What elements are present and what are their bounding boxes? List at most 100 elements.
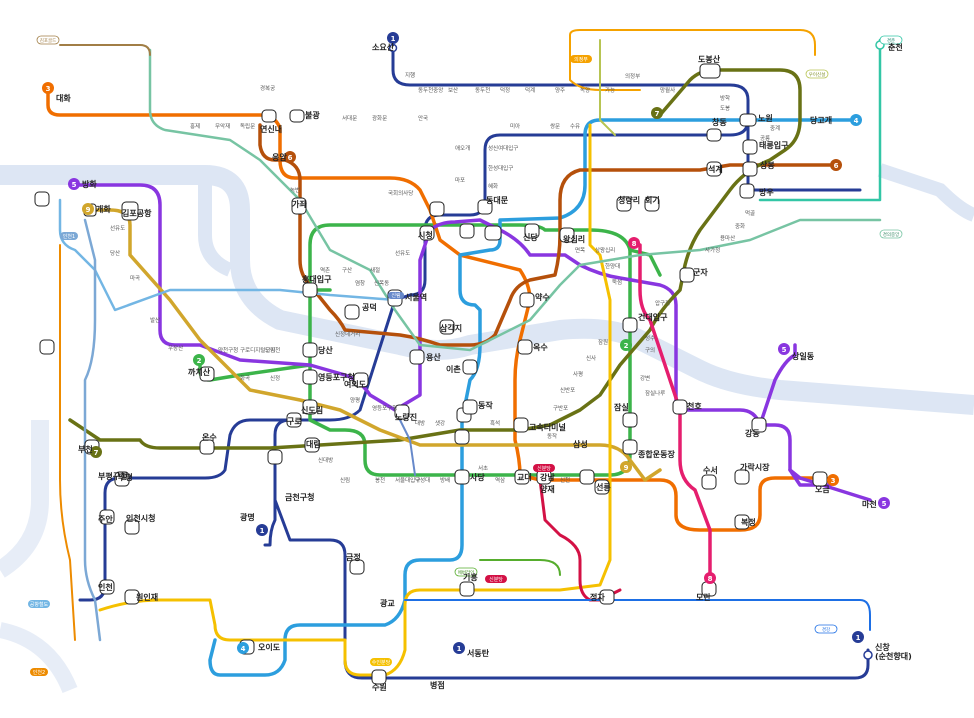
station-dangsan[interactable] bbox=[303, 343, 317, 357]
minor-label: 화곡 bbox=[240, 375, 250, 382]
station-jamsil[interactable] bbox=[623, 413, 637, 427]
minor-label: 덕계 bbox=[525, 86, 535, 94]
station-cheonan[interactable] bbox=[864, 651, 872, 659]
label-cheongnyangni: 청량리 bbox=[618, 195, 640, 205]
station-yeongdeungpo[interactable] bbox=[303, 370, 317, 384]
minor-label: 신림 bbox=[340, 476, 350, 484]
label-juan: 주안 bbox=[98, 514, 113, 524]
station-bulgwang[interactable] bbox=[290, 110, 304, 122]
station-ogeum[interactable] bbox=[813, 472, 827, 486]
badge-line8-bottom: 8 bbox=[704, 572, 716, 584]
tag-incheon1: 인천1 bbox=[60, 232, 78, 240]
tag-shinbundang-2: 신분당 bbox=[485, 575, 507, 583]
station-dongjak[interactable] bbox=[463, 400, 477, 414]
station-nowon[interactable] bbox=[740, 114, 756, 126]
label-banghwa: 방화 bbox=[82, 179, 97, 189]
station-dobongsan[interactable] bbox=[700, 64, 720, 78]
badge-line1-right: 1 bbox=[852, 631, 864, 643]
tag-sillim: 신림 bbox=[388, 292, 404, 299]
badge-num: 1 bbox=[457, 645, 462, 653]
tag-text: 수인분당 bbox=[372, 659, 391, 666]
station-oksu[interactable] bbox=[518, 340, 532, 354]
station-isu[interactable] bbox=[455, 430, 469, 444]
minor-label: 공릉 bbox=[760, 135, 770, 142]
minor-label: 양천구청 bbox=[218, 346, 238, 354]
station-jongno3ga[interactable] bbox=[430, 202, 444, 216]
label-dobongsan: 도봉산 bbox=[698, 54, 721, 64]
minor-label: 덕정 bbox=[500, 87, 510, 94]
badge-num: 7 bbox=[94, 449, 99, 457]
station-yeonsinnae[interactable] bbox=[262, 110, 276, 122]
station-gasan[interactable] bbox=[268, 450, 282, 464]
minor-label: 양평 bbox=[350, 396, 360, 404]
minor-label: 잠실나루 bbox=[645, 389, 665, 397]
minor-label: 홍제 bbox=[190, 122, 200, 130]
station-suseo[interactable] bbox=[702, 475, 716, 489]
tag-text: 경의중앙 bbox=[883, 231, 900, 238]
minor-label: 용마산 bbox=[720, 234, 735, 242]
label-woninjae: 원인재 bbox=[136, 592, 158, 602]
label-dongjak: 동작 bbox=[478, 400, 493, 410]
label-sangbong: 상봉 bbox=[760, 160, 775, 170]
badge-line1-left: 1 bbox=[256, 524, 268, 536]
tag-text: 김포골드 bbox=[40, 37, 57, 44]
label-sangildong: 상일동 bbox=[792, 351, 815, 361]
station-mangu[interactable] bbox=[740, 184, 754, 198]
minor-label: 서대문 bbox=[342, 114, 357, 122]
label-gyodae: 교대 bbox=[517, 472, 532, 482]
minor-label: 구의 bbox=[645, 347, 655, 354]
station-cheonho[interactable] bbox=[673, 400, 687, 414]
station-hongdae[interactable] bbox=[303, 283, 317, 297]
station-garak[interactable] bbox=[735, 470, 749, 484]
station-gunja[interactable] bbox=[680, 268, 694, 282]
station-sports-complex[interactable] bbox=[623, 440, 637, 454]
label-moran: 모란 bbox=[696, 592, 711, 602]
label-soyosan: 소요산 bbox=[372, 42, 395, 52]
badge-line9-left: 9 bbox=[82, 203, 94, 215]
minor-label: 대방 bbox=[415, 419, 425, 427]
station-yongsan[interactable] bbox=[410, 350, 424, 364]
station-geumjeong[interactable] bbox=[350, 560, 364, 574]
station-onsu[interactable] bbox=[200, 440, 214, 454]
label-noryangjin: 노량진 bbox=[395, 412, 417, 422]
minor-label: 염창 bbox=[355, 279, 365, 287]
station-taereung[interactable] bbox=[743, 140, 757, 154]
station-kondae[interactable] bbox=[623, 318, 637, 332]
minor-label: 안국 bbox=[418, 115, 428, 122]
station-samseong[interactable] bbox=[580, 470, 594, 484]
station-geomam[interactable] bbox=[40, 340, 54, 354]
label-seoul: 서울역 bbox=[405, 292, 427, 302]
station-giheung[interactable] bbox=[460, 582, 474, 596]
station-yaksu[interactable] bbox=[520, 293, 534, 307]
label-gaehwa: 개화 bbox=[96, 204, 111, 214]
station-ichon[interactable] bbox=[463, 360, 477, 374]
station-suwon[interactable] bbox=[372, 670, 386, 684]
station-sadang[interactable] bbox=[455, 470, 469, 484]
label-gimpo-airport: 김포공항 bbox=[122, 208, 152, 218]
minor-label: 신정 bbox=[270, 374, 280, 382]
badge-num: 7 bbox=[655, 110, 660, 118]
label-guro: 구로 bbox=[287, 417, 302, 426]
station-gongdeok[interactable] bbox=[345, 305, 359, 319]
badge-num: 3 bbox=[46, 85, 51, 93]
minor-label: 상왕십리 bbox=[595, 246, 615, 254]
station-ddp[interactable] bbox=[485, 226, 501, 240]
station-euljiro4ga[interactable] bbox=[460, 224, 474, 238]
label-onsu: 온수 bbox=[202, 433, 217, 442]
station-gyeyang[interactable] bbox=[35, 192, 49, 206]
label-hongdae: 홍대입구 bbox=[302, 274, 332, 284]
station-changdong[interactable] bbox=[707, 129, 721, 141]
label-bucheon: 부천 bbox=[78, 444, 93, 454]
minor-label: 사평 bbox=[573, 370, 583, 378]
gyeonggang bbox=[405, 600, 870, 630]
badge-num: 8 bbox=[708, 575, 713, 583]
minor-label: 녹양 bbox=[580, 86, 590, 94]
label-bupyeong-gu: 부평구청 bbox=[98, 471, 127, 481]
line1-south bbox=[265, 500, 275, 545]
tag-gyeongui: 경의중앙 bbox=[880, 230, 902, 238]
label-daerim: 대림 bbox=[306, 439, 321, 449]
station-sangbong[interactable] bbox=[743, 162, 757, 176]
label-suwon: 수원 bbox=[372, 682, 387, 692]
station-express[interactable] bbox=[514, 418, 528, 432]
